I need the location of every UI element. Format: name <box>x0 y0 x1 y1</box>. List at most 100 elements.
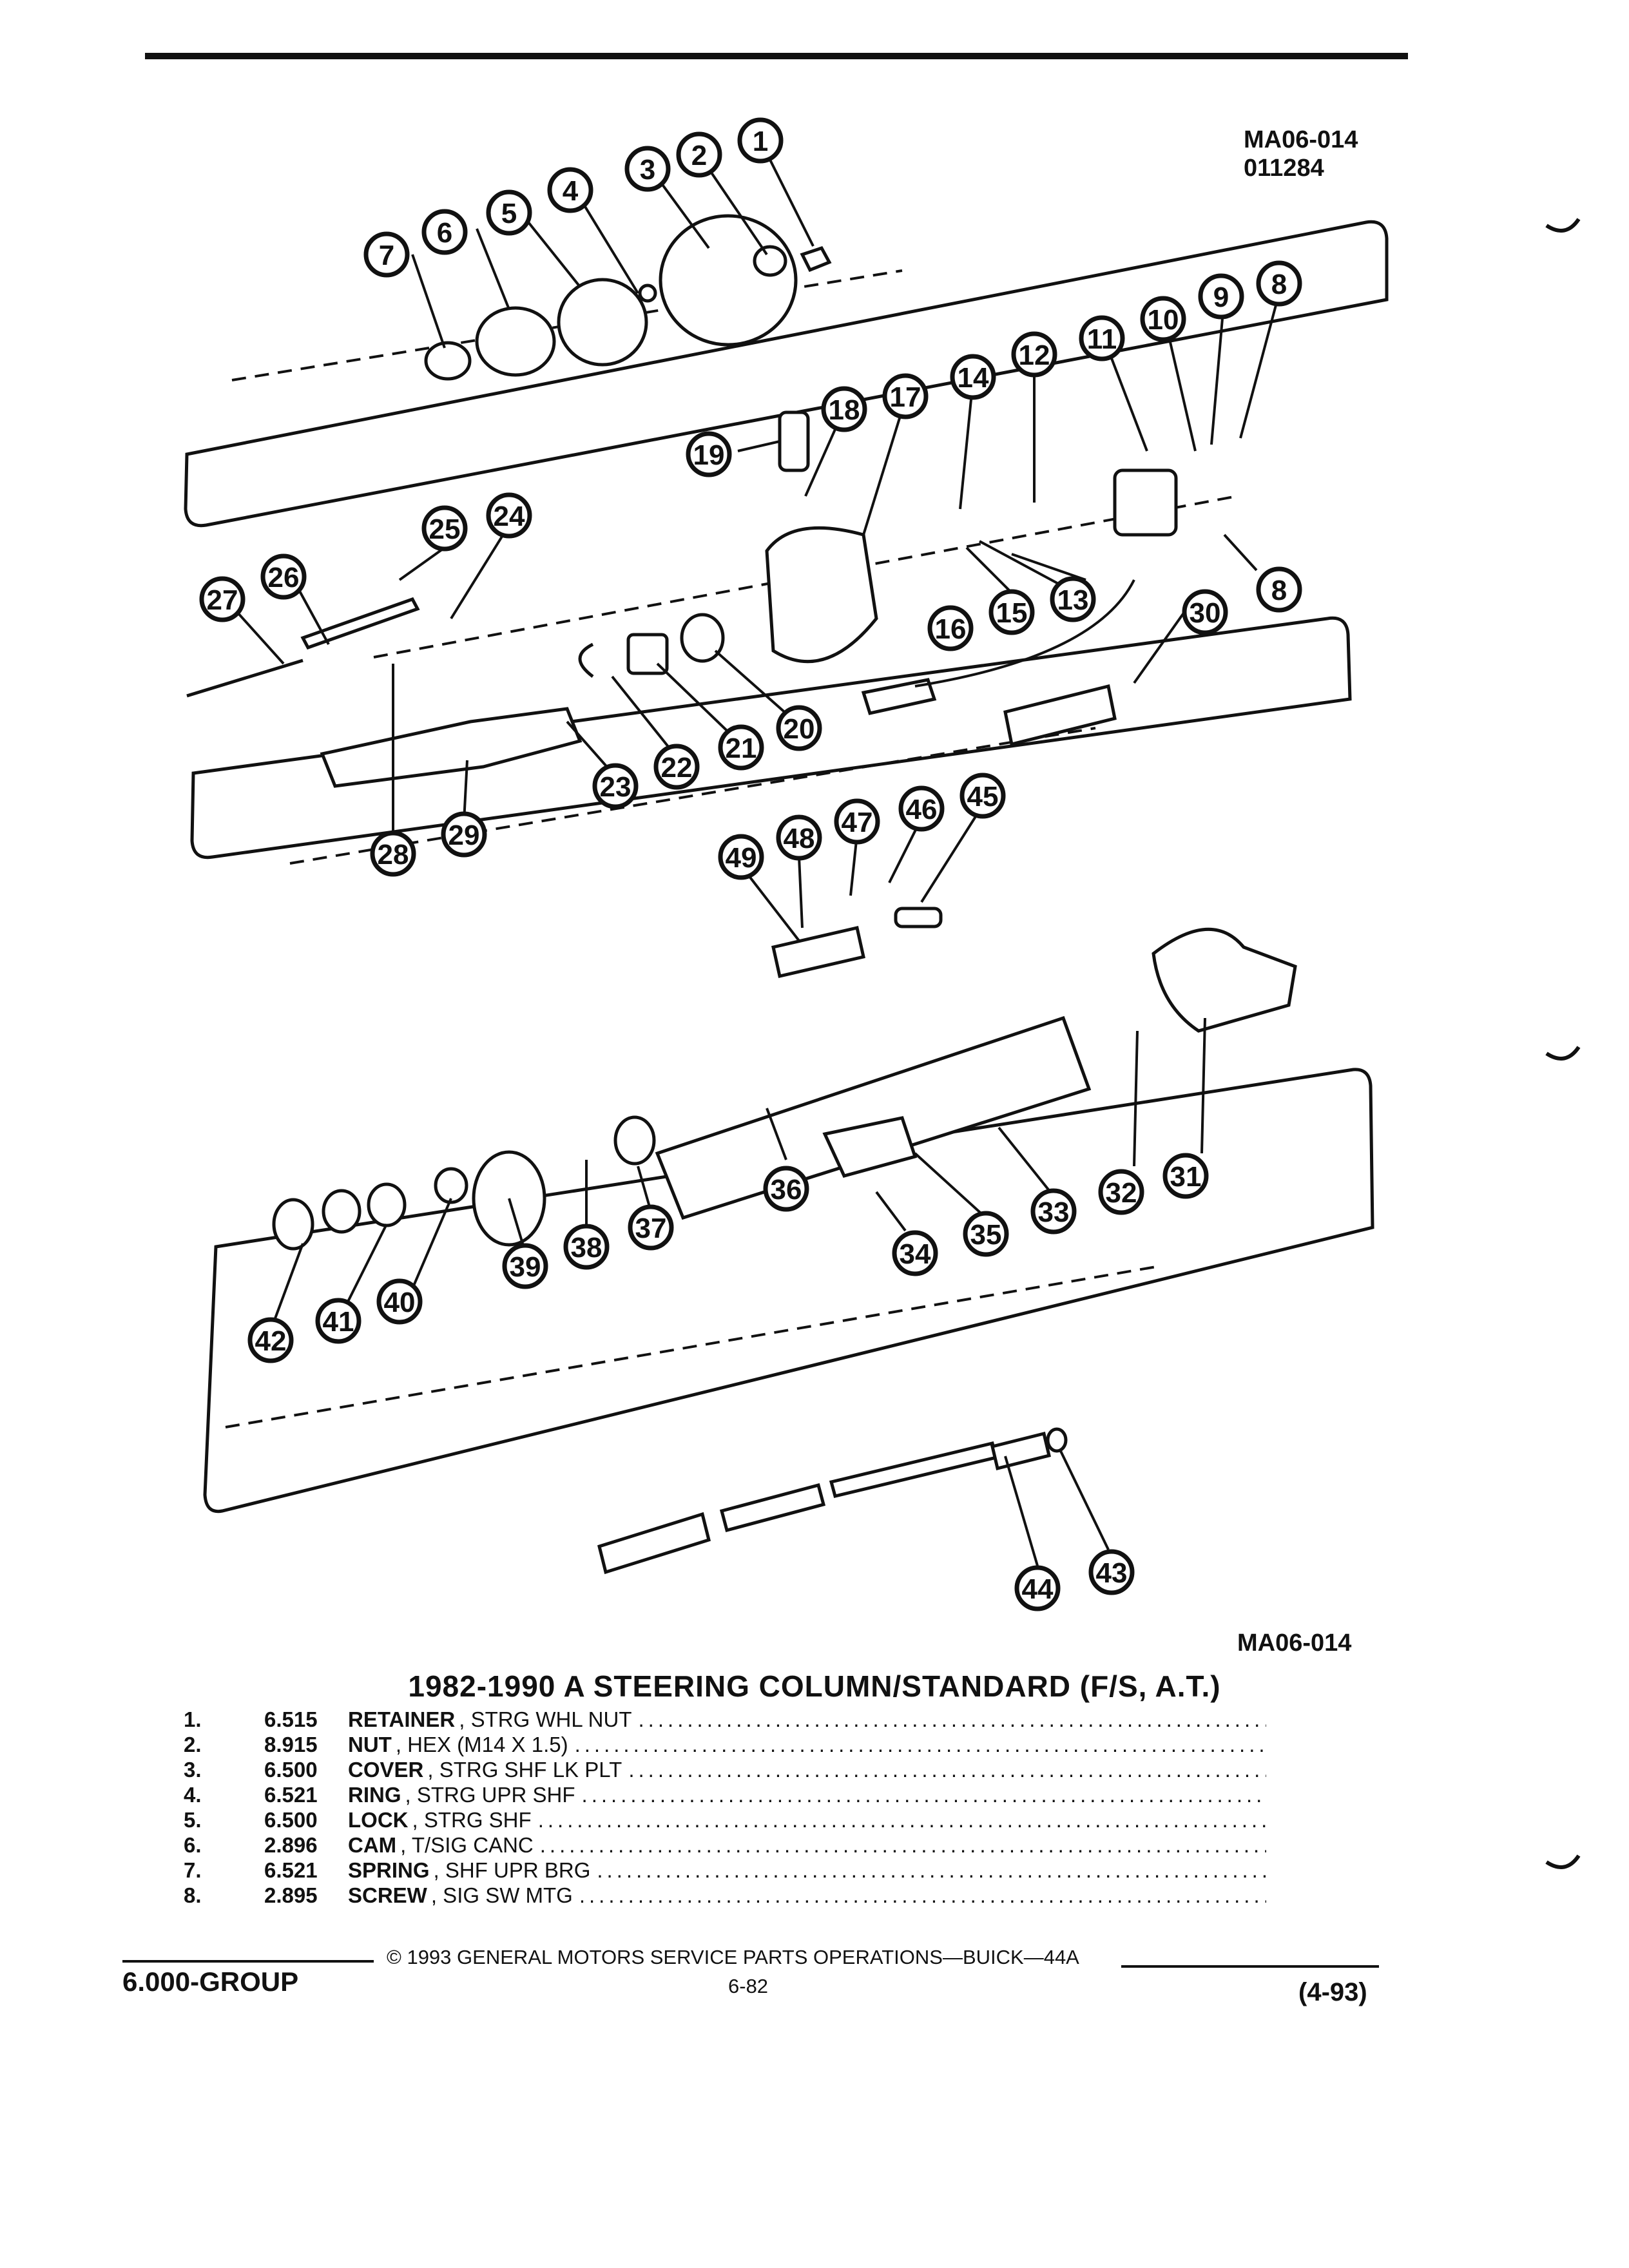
svg-text:45: 45 <box>967 781 999 812</box>
svg-text:17: 17 <box>890 381 921 413</box>
part-cover <box>659 214 798 347</box>
part-bearing-retainer <box>272 1198 314 1251</box>
svg-text:6: 6 <box>437 217 452 249</box>
parts-name: COVER <box>348 1758 424 1782</box>
parts-code: 6.521 <box>264 1783 318 1807</box>
callout-29: 29 <box>441 811 487 858</box>
diagram-code: MA06-014 <box>1244 126 1358 153</box>
wire-harness <box>914 579 1135 687</box>
part-shroud <box>1152 927 1297 1033</box>
figure-caption: 1982-1990 A STEERING COLUMN/STANDARD (F/… <box>408 1669 1221 1703</box>
callout-44: 44 <box>1014 1565 1061 1611</box>
scan-mark-3 <box>1545 1854 1581 1869</box>
parts-num: 5. <box>184 1808 202 1832</box>
callout-3: 3 <box>624 146 671 192</box>
part-shaft-lower <box>597 1512 711 1575</box>
svg-text:5: 5 <box>501 198 517 229</box>
svg-text:47: 47 <box>842 807 873 838</box>
callout-31: 31 <box>1162 1153 1209 1199</box>
svg-text:15: 15 <box>996 597 1028 629</box>
callout-20: 20 <box>776 705 822 751</box>
svg-text:14: 14 <box>958 362 989 394</box>
part-collar <box>613 1115 656 1166</box>
part-cover-plate <box>1003 684 1117 747</box>
parts-leader-dots: ........................................… <box>579 1883 1266 1907</box>
part-pivot-pin <box>894 907 943 928</box>
callout-47: 47 <box>834 798 880 845</box>
callout-19: 19 <box>686 431 732 477</box>
group-frame-top <box>184 220 1389 528</box>
diagram-code-top: MA06-014 011284 <box>1244 126 1358 182</box>
svg-text:34: 34 <box>900 1238 931 1270</box>
svg-text:3: 3 <box>640 154 655 186</box>
part-lock <box>557 278 648 367</box>
group-frame-housing <box>203 1068 1374 1514</box>
callout-1: 1 <box>737 117 784 164</box>
group-frame-switch <box>190 616 1352 860</box>
callout-18: 18 <box>821 386 867 432</box>
part-actuator-rod <box>186 658 304 698</box>
svg-text:12: 12 <box>1019 340 1050 371</box>
part-washer <box>434 1167 468 1204</box>
svg-text:35: 35 <box>970 1219 1002 1251</box>
svg-text:33: 33 <box>1038 1196 1070 1228</box>
part-shaft-spline <box>990 1431 1051 1471</box>
part-clip <box>578 642 594 678</box>
parts-leader-dots: ........................................… <box>638 1707 1266 1731</box>
parts-num: 3. <box>184 1758 202 1782</box>
part-ring-a <box>367 1182 407 1227</box>
parts-desc: , STRG UPR SHF <box>405 1783 575 1807</box>
parts-name: SPRING <box>348 1858 430 1882</box>
parts-leader-dots: ........................................… <box>581 1783 1266 1807</box>
part-switch-body <box>1113 468 1178 537</box>
callout-36: 36 <box>763 1166 809 1212</box>
svg-text:16: 16 <box>935 613 967 645</box>
svg-text:44: 44 <box>1022 1573 1054 1605</box>
svg-text:38: 38 <box>571 1232 602 1264</box>
parts-name: RETAINER <box>348 1707 456 1731</box>
parts-num: 1. <box>184 1707 202 1731</box>
parts-code: 6.500 <box>264 1758 318 1782</box>
part-retainer <box>800 245 832 273</box>
svg-text:28: 28 <box>378 839 409 870</box>
exploded-view-diagram: 1 2 3 4 5 6 7 8 9 10 11 12 13 14 15 16 1… <box>184 117 1389 1611</box>
callout-12: 12 <box>1011 331 1057 378</box>
callout-8-top: 8 <box>1256 260 1302 307</box>
part-lever <box>300 597 420 650</box>
svg-text:30: 30 <box>1190 597 1221 629</box>
scan-mark-2 <box>1545 1046 1581 1061</box>
parts-num: 8. <box>184 1883 202 1907</box>
parts-num: 2. <box>184 1733 202 1756</box>
parts-desc: , HEX (M14 X 1.5) <box>395 1733 568 1756</box>
callout-7: 7 <box>363 231 410 278</box>
svg-text:22: 22 <box>661 752 693 783</box>
part-shaft-upper <box>829 1441 999 1498</box>
callout-28: 28 <box>370 831 416 877</box>
part-ring-b <box>322 1189 361 1234</box>
parts-name: NUT <box>348 1733 392 1756</box>
callout-37: 37 <box>628 1204 674 1251</box>
diagram-date: 011284 <box>1244 155 1324 182</box>
svg-text:26: 26 <box>268 562 300 593</box>
part-lock-cylinder <box>778 410 810 472</box>
callout-38: 38 <box>563 1224 610 1270</box>
callout-14: 14 <box>950 354 996 400</box>
svg-text:18: 18 <box>829 394 860 426</box>
svg-text:37: 37 <box>635 1213 667 1244</box>
svg-text:1: 1 <box>753 126 768 157</box>
svg-text:11: 11 <box>1087 323 1117 355</box>
footer-date: (4-93) <box>1298 1978 1367 2006</box>
svg-text:20: 20 <box>784 713 815 745</box>
callout-42: 42 <box>247 1317 294 1363</box>
scan-mark-1 <box>1545 218 1581 233</box>
callout-49: 49 <box>718 834 764 880</box>
diagram-code-bottom: MA06-014 <box>1237 1629 1352 1657</box>
part-housing <box>765 526 878 664</box>
svg-text:27: 27 <box>207 584 238 616</box>
callout-43: 43 <box>1088 1549 1135 1595</box>
parts-name: RING <box>348 1783 401 1807</box>
